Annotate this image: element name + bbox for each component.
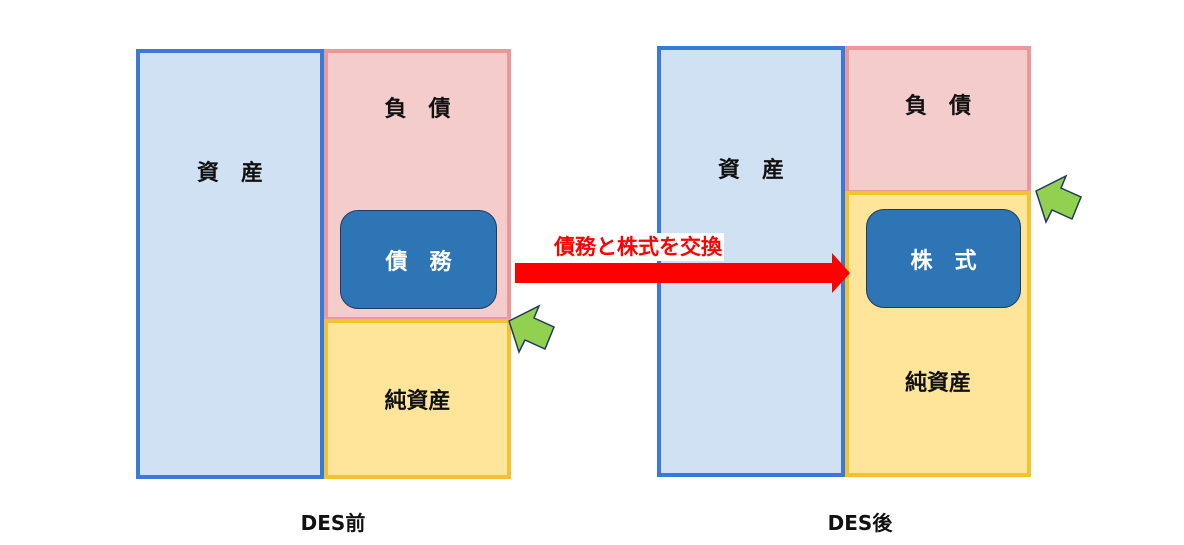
after-equity-label: 純資産	[904, 371, 971, 396]
before-equity-block: 純資産	[324, 319, 511, 479]
before-caption: DES前	[300, 511, 366, 535]
after-asset-label: 資 産	[717, 158, 784, 183]
after-liability-block: 負 債	[845, 46, 1031, 194]
before-equity-label: 純資産	[384, 389, 451, 414]
debt-box: 債 務	[340, 210, 497, 309]
before-asset-label: 資 産	[196, 161, 263, 186]
stock-box: 株 式	[866, 209, 1021, 308]
pointer-arrow-icon-before	[508, 304, 555, 354]
after-caption: DES後	[827, 511, 893, 535]
after-liability-label: 負 債	[904, 94, 971, 119]
after-asset-block: 資 産	[657, 46, 845, 477]
before-asset-block: 資 産	[136, 49, 324, 479]
before-liability-label: 負 債	[384, 97, 451, 122]
debt-label: 債 務	[385, 249, 452, 275]
pointer-arrow-icon-after	[1035, 174, 1082, 224]
exchange-label: 債務と株式を交換	[552, 233, 724, 261]
exchange-arrow	[515, 253, 850, 293]
stock-label: 株 式	[910, 248, 977, 274]
